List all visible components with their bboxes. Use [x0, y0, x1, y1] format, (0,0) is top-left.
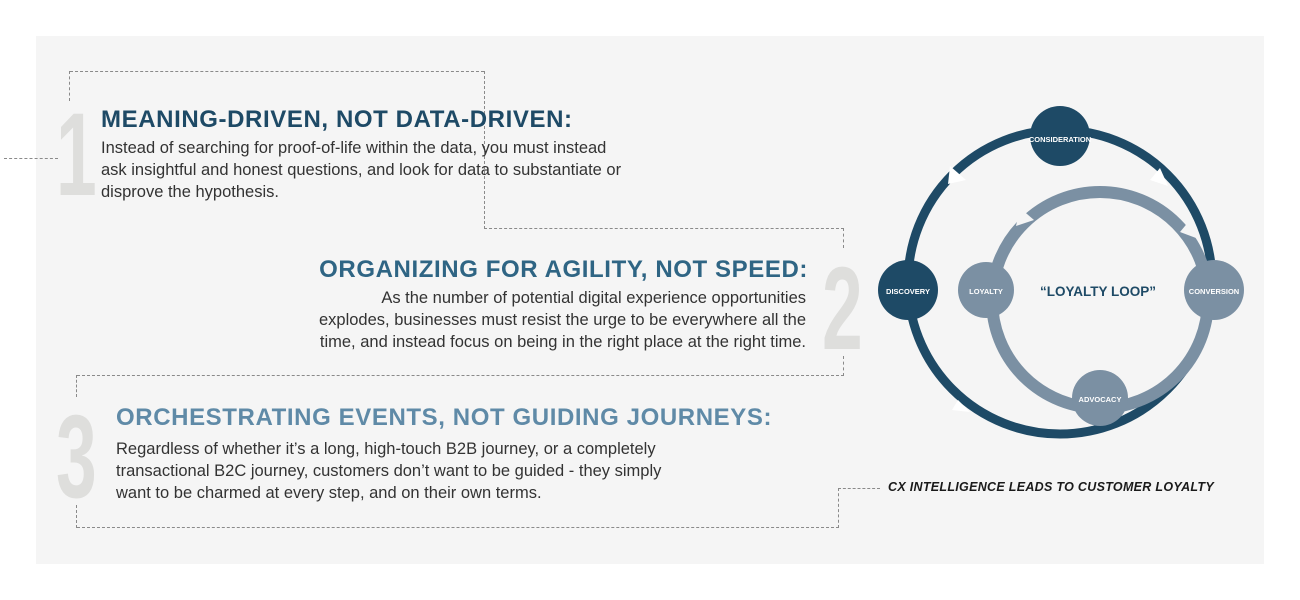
connector-line — [77, 527, 839, 528]
connector-line — [484, 71, 485, 229]
connector-line — [838, 488, 839, 528]
body-line: As the number of potential digital exper… — [381, 289, 806, 307]
arrow-icon — [948, 166, 966, 184]
body-line: time, and instead focus on being in the … — [319, 333, 806, 351]
body-line: disprove the hypothesis. — [101, 183, 279, 201]
connector-line — [843, 228, 844, 248]
section-number: 2 — [822, 243, 863, 375]
connector-line — [843, 356, 844, 376]
section-heading: ORCHESTRATING EVENTS, NOT GUIDING JOURNE… — [116, 404, 773, 431]
node-discovery: DISCOVERY — [878, 260, 938, 320]
section-body: Instead of searching for proof-of-life w… — [101, 137, 781, 203]
section-number: 1 — [56, 89, 97, 221]
node-conversion: CONVERSION — [1184, 260, 1244, 320]
body-line: Instead of searching for proof-of-life w… — [101, 139, 607, 157]
node-label: LOYALTY — [969, 287, 1003, 296]
node-label: DISCOVERY — [886, 287, 930, 296]
section-body: As the number of potential digital exper… — [186, 287, 806, 353]
arrow-icon — [1016, 208, 1034, 226]
body-line: explodes, businesses must resist the urg… — [318, 311, 806, 329]
diagram-caption: CX INTELLIGENCE LEADS TO CUSTOMER LOYALT… — [888, 480, 1214, 494]
section-body: Regardless of whether it’s a long, high-… — [116, 438, 816, 504]
node-consideration: CONSIDERATION — [1029, 106, 1091, 166]
arrow-icon — [952, 400, 970, 412]
node-label: CONVERSION — [1189, 287, 1239, 296]
connector-line — [76, 375, 77, 397]
connector-line — [77, 375, 844, 376]
connector-line — [76, 505, 77, 528]
connector-line — [484, 228, 844, 229]
arrow-icon — [1150, 168, 1168, 186]
connector-line — [70, 71, 484, 72]
body-line: want to be charmed at every step, and on… — [116, 484, 542, 502]
body-line: ask insightful and honest questions, and… — [101, 161, 622, 179]
connector-line — [69, 71, 70, 101]
section-number: 3 — [56, 391, 97, 523]
body-line: transactional B2C journey, customers don… — [116, 462, 662, 480]
node-loyalty: LOYALTY — [958, 262, 1014, 318]
connector-line — [838, 488, 880, 489]
section-heading: MEANING-DRIVEN, NOT DATA-DRIVEN: — [101, 106, 573, 133]
connector-line — [4, 158, 58, 159]
center-label: “LOYALTY LOOP” — [1040, 284, 1156, 299]
section-heading: ORGANIZING FOR AGILITY, NOT SPEED: — [319, 256, 808, 283]
node-label: ADVOCACY — [1079, 395, 1122, 404]
node-advocacy: ADVOCACY — [1072, 370, 1128, 426]
arrow-icon — [1180, 220, 1196, 238]
body-line: Regardless of whether it’s a long, high-… — [116, 440, 656, 458]
node-label: CONSIDERATION — [1029, 135, 1091, 144]
arrow-icon — [1010, 376, 1026, 390]
loyalty-loop-diagram: CONSIDERATION DISCOVERY LOYALTY CONVERSI… — [878, 106, 1244, 439]
